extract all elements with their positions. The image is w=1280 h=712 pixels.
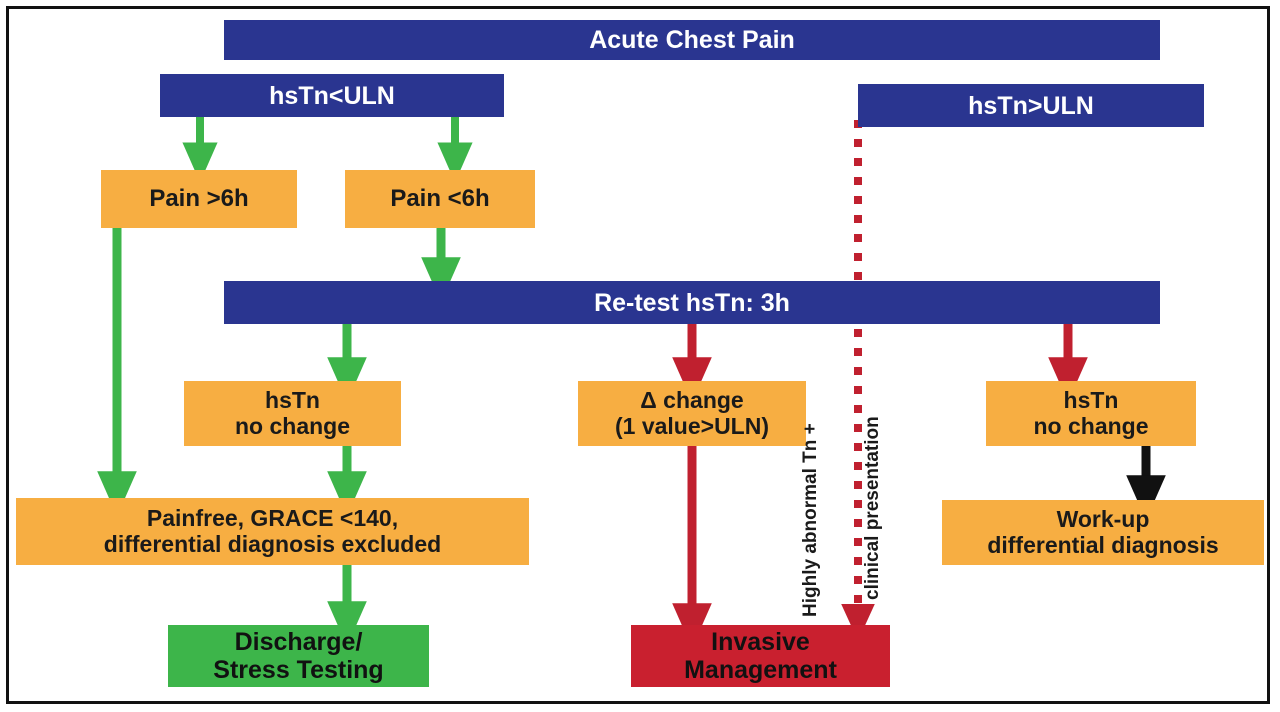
node-discharge-stress-testing[interactable]: Discharge/ Stress Testing [168,625,429,687]
node-painfree-grace[interactable]: Painfree, GRACE <140, differential diagn… [16,498,529,565]
node-hstn-no-change-left[interactable]: hsTn no change [184,381,401,446]
node-work-up-differential[interactable]: Work-up differential diagnosis [942,500,1264,565]
node-pain-over-6h[interactable]: Pain >6h [101,170,297,228]
annotation-clinical-presentation: clinical presentation [862,416,883,600]
diagram-border [6,6,1270,704]
node-hstn-above-uln[interactable]: hsTn>ULN [858,84,1204,127]
node-hstn-below-uln[interactable]: hsTn<ULN [160,74,504,117]
node-acute-chest-pain[interactable]: Acute Chest Pain [224,20,1160,60]
node-retest-hstn-3h[interactable]: Re-test hsTn: 3h [224,281,1160,324]
node-hstn-no-change-right[interactable]: hsTn no change [986,381,1196,446]
node-delta-change[interactable]: Δ change (1 value>ULN) [578,381,806,446]
annotation-highly-abnormal-tn: Highly abnormal Tn + [800,423,821,617]
node-invasive-management[interactable]: Invasive Management [631,625,890,687]
node-pain-under-6h[interactable]: Pain <6h [345,170,535,228]
